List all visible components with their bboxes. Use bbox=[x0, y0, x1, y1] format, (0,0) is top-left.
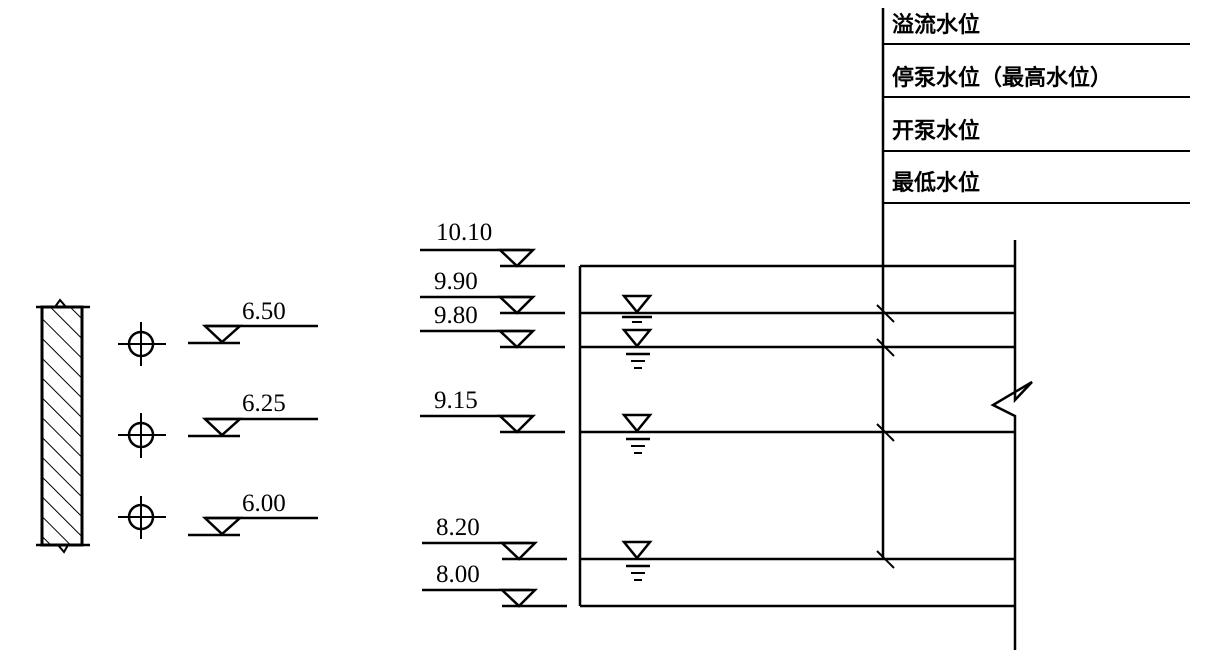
elevation-label: 6.25 bbox=[242, 390, 286, 417]
elevation-marker-9.80: 9.80 bbox=[420, 302, 565, 349]
legend-stop-pump-level: 停泵水位（最高水位） bbox=[892, 65, 1112, 91]
elevation-label: 6.00 bbox=[242, 490, 286, 517]
elevation-label: 10.10 bbox=[436, 219, 492, 246]
elevation-marker-10.10: 10.10 bbox=[420, 219, 565, 268]
elevation-label: 8.00 bbox=[436, 561, 480, 588]
elevation-marker-8.00: 8.00 bbox=[422, 561, 567, 608]
elevation-marker-6.00: 6.00 bbox=[188, 490, 318, 537]
legend-table: 溢流水位 停泵水位（最高水位） 开泵水位 最低水位 bbox=[881, 8, 1190, 559]
legend-lowest-level: 最低水位 bbox=[892, 170, 980, 196]
elevation-label: 9.90 bbox=[434, 268, 478, 295]
legend-start-pump-level: 开泵水位 bbox=[892, 118, 980, 144]
pipe-symbol-icon bbox=[118, 322, 166, 366]
tank-section bbox=[578, 240, 1033, 650]
hatched-wall-section-icon bbox=[36, 298, 90, 554]
elevation-label: 9.80 bbox=[434, 302, 478, 329]
water-level-icon bbox=[621, 540, 653, 581]
elevation-label: 6.50 bbox=[242, 298, 286, 325]
pipe-symbol-icon bbox=[118, 496, 166, 539]
elevation-label: 9.15 bbox=[434, 387, 478, 414]
elevation-marker-9.15: 9.15 bbox=[420, 387, 565, 434]
elevation-marker-8.20: 8.20 bbox=[422, 514, 567, 561]
water-level-icon bbox=[621, 413, 653, 454]
elevation-marker-6.50: 6.50 bbox=[188, 298, 318, 345]
pipe-symbol-icon bbox=[118, 413, 166, 458]
elevation-marker-9.90: 9.90 bbox=[420, 268, 565, 315]
break-line-icon bbox=[990, 240, 1033, 650]
elevation-marker-6.25: 6.25 bbox=[188, 390, 318, 438]
elevation-label: 8.20 bbox=[436, 514, 480, 541]
water-level-icon bbox=[621, 294, 653, 323]
water-level-icon bbox=[621, 328, 653, 369]
legend-overflow-level: 溢流水位 bbox=[892, 12, 980, 38]
